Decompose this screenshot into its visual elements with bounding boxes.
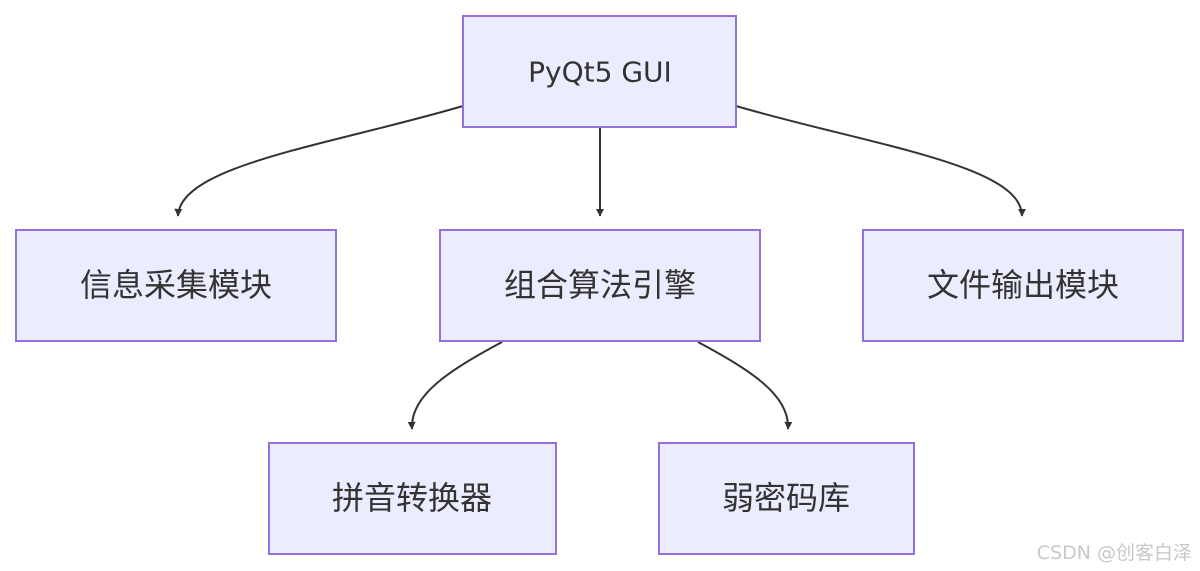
node-weak-password-db: 弱密码库 [658,442,915,555]
edge-gui-to-output [735,105,1026,217]
node-label: 信息采集模块 [80,266,272,304]
watermark: CSDN @创客白泽 [1036,542,1192,564]
edge-engine-to-weak [697,341,793,430]
edge-engine-to-pinyin [407,341,503,430]
node-file-output: 文件输出模块 [862,229,1184,342]
node-label: 文件输出模块 [927,266,1119,304]
node-pinyin-converter: 拼音转换器 [268,442,557,555]
node-label: PyQt5 GUI [528,56,672,89]
node-label: 弱密码库 [722,479,850,517]
node-label: 拼音转换器 [332,479,492,517]
node-label: 组合算法引擎 [504,266,696,304]
node-pyqt5-gui: PyQt5 GUI [462,15,737,128]
node-info-collection: 信息采集模块 [15,229,337,342]
edge-gui-to-info [174,105,464,217]
node-combination-engine: 组合算法引擎 [439,229,761,342]
